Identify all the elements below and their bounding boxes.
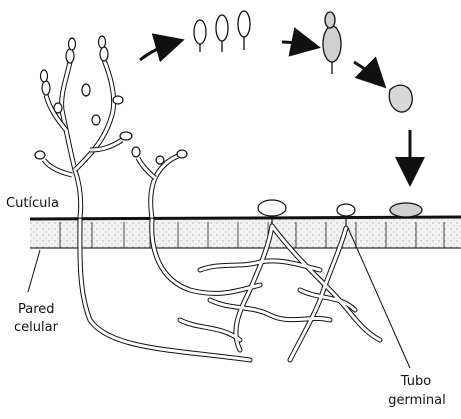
leader-germ-tube xyxy=(348,228,410,368)
conidiophore-tree xyxy=(35,36,132,218)
label-cell-wall-line1: Pared xyxy=(18,302,55,318)
cycle-arrow-3 xyxy=(354,62,380,82)
label-cuticle: Cutícula xyxy=(6,196,59,212)
leader-cell-wall xyxy=(28,250,40,292)
epidermis-cell-layer xyxy=(30,218,461,248)
spore-detached xyxy=(389,85,412,112)
spore-group-young xyxy=(194,11,250,52)
spore-group-mature xyxy=(323,12,341,74)
label-germ-tube-line1: Tubo xyxy=(386,374,446,390)
spore-cycle xyxy=(140,11,422,217)
spore-landed xyxy=(390,203,422,217)
cuticle-line xyxy=(30,217,461,219)
label-cell-wall-line2: celular xyxy=(14,320,58,336)
cycle-arrow-2 xyxy=(282,42,312,46)
small-conidiophore xyxy=(132,147,187,218)
label-germ-tube-line2: germinal xyxy=(382,393,452,409)
cycle-arrow-1 xyxy=(140,42,176,60)
